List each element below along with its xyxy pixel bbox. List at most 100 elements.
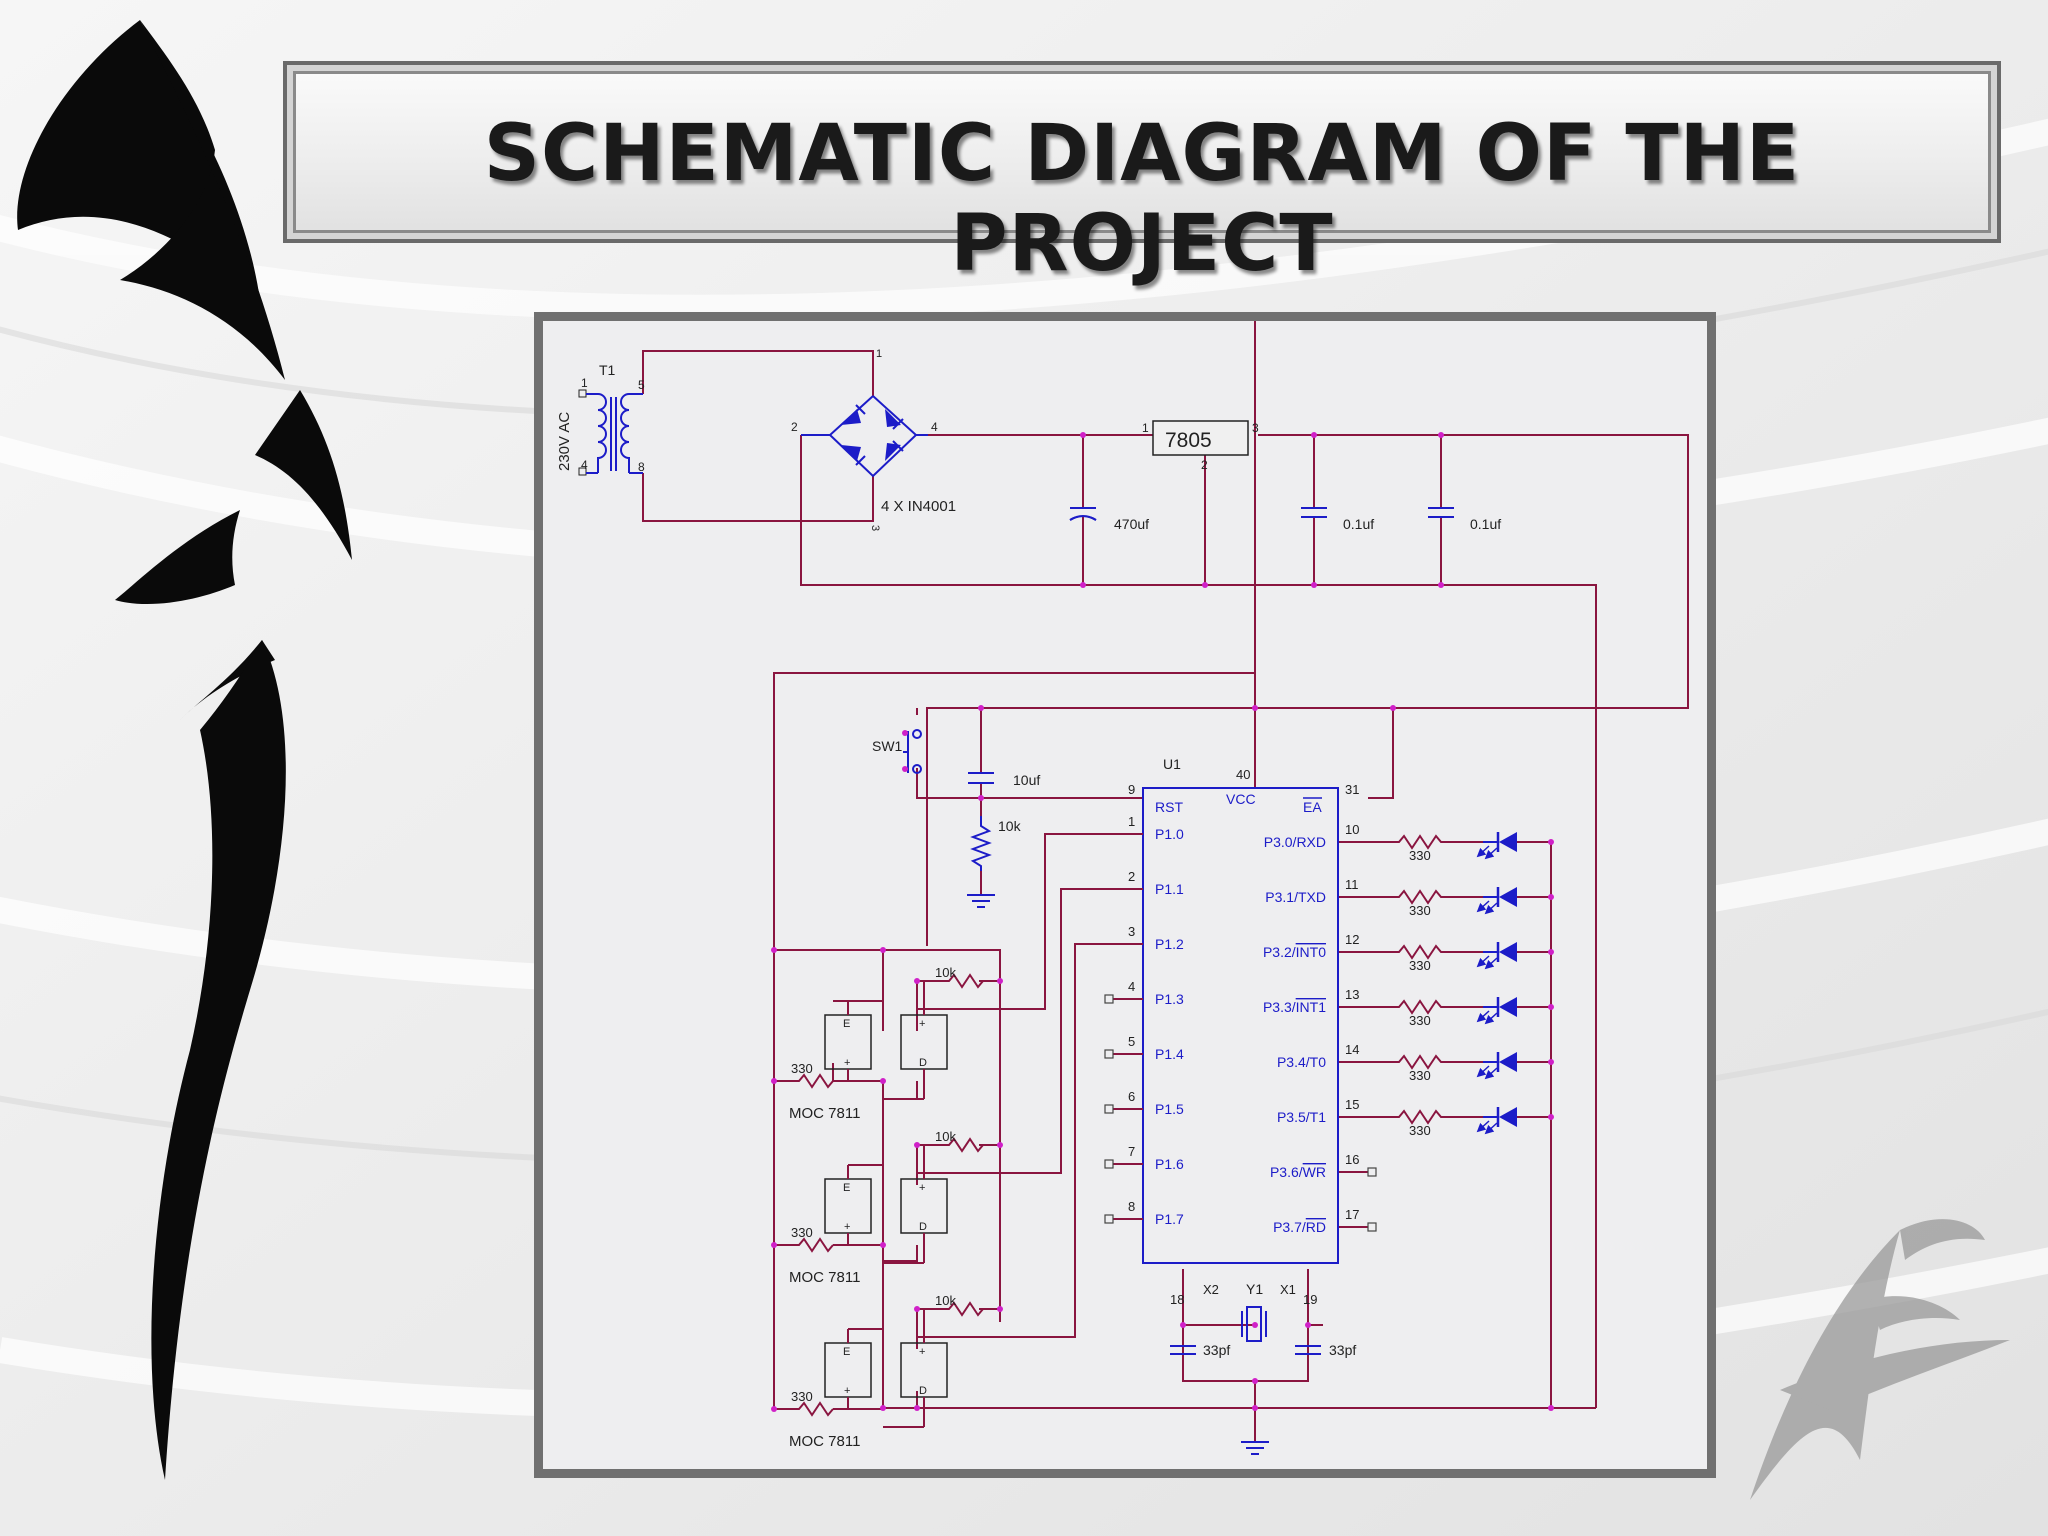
mcu-pin-name: P3.6/WR [1270,1164,1326,1180]
led-emission-arrow [1484,1122,1498,1135]
junction-node [1080,432,1086,438]
junction-node [914,1405,920,1411]
opto-plus-label: + [844,1057,850,1069]
mcu-pin-number: 16 [1345,1152,1359,1167]
junction-nodes [771,432,1554,1412]
cap-decouple-1-label: 0.1uf [1343,516,1374,532]
mcu-rst-pin: 9 [1128,782,1135,797]
regulator-pin-2: 2 [1201,458,1208,472]
opto-detector-resistor [943,1301,1000,1317]
led-resistor-label: 330 [1409,1013,1431,1028]
led-diode-icon [1499,1052,1517,1072]
ac-source-label: 230V AC [556,412,573,471]
opto-detector-resistor [943,973,1000,989]
mcu-pin-name-p1-0: P1.0 [1155,826,1184,842]
reset-resistor-label: 10k [998,818,1022,834]
mcu-ea-label: EA [1303,799,1322,815]
pin-terminal [1104,1159,1114,1169]
bridge-pin-3: 3 [869,525,881,531]
opto-plus-label: + [844,1221,850,1233]
title-banner: SCHEMATIC DIAGRAM OF THE PROJECT [283,61,2001,289]
led-diode-icon [1499,887,1517,907]
led-emission-arrow [1484,1012,1498,1025]
junction-node [1548,949,1554,955]
opto-plus-label: + [919,1346,925,1358]
mcu-pin-name: P3.0/RXD [1264,834,1326,850]
crystal-cap-1-label: 33pf [1203,1342,1230,1358]
junction-node [978,795,984,801]
pin-terminal [1367,1167,1377,1177]
led-emission-arrow [1484,847,1498,860]
opto-emitter-resistor [793,1073,834,1089]
bridge-label: 4 X IN4001 [881,498,956,515]
junction-node [771,1406,777,1412]
mcu-pin-name: P3.2/INT0 [1263,944,1326,960]
transformer-pin-8: 8 [638,460,645,474]
opto-emitter-resistor-label: 330 [791,1225,813,1240]
mcu-pin-number: 15 [1345,1097,1359,1112]
mcu-rst-label: RST [1155,799,1183,815]
mcu-pin-number: 5 [1128,1034,1135,1049]
mcu-pin-number: 12 [1345,932,1359,947]
led-resistor-label: 330 [1409,848,1431,863]
mcu-pin-name-p1-4: P1.4 [1155,1046,1184,1062]
opto-e-label: E [843,1182,850,1194]
junction-node [880,1405,886,1411]
regulator-pin-1: 1 [1142,421,1149,435]
crystal-x2-label: X2 [1203,1282,1219,1297]
opto-emitter-resistor [793,1237,834,1253]
opto-d-label: D [919,1385,927,1397]
junction-node [914,1306,920,1312]
reset-cap-label: 10uf [1013,772,1040,788]
junction-node [1548,1114,1554,1120]
bridge-pin-2: 2 [791,420,798,434]
junction-node [1390,705,1396,711]
mcu-vcc-label: VCC [1226,791,1256,807]
junction-node [1252,705,1258,711]
mcu-pin-number: 6 [1128,1089,1135,1104]
led-diode-icon [1499,942,1517,962]
mcu-ea-pin: 31 [1345,782,1359,797]
junction-node [1180,1322,1186,1328]
slide-title: SCHEMATIC DIAGRAM OF THE PROJECT [483,109,1801,289]
mcu-pin-number: 10 [1345,822,1359,837]
junction-node [1252,1405,1258,1411]
wires [642,321,1689,1441]
regulator-pin-3: 3 [1252,421,1259,435]
pin-name-prefix: P3.6/ [1270,1164,1303,1180]
pin-name-overbar: INT1 [1296,999,1327,1015]
led-emission-arrow [1484,957,1498,970]
mcu-pin-number: 17 [1345,1207,1359,1222]
crystal-x1-label: X1 [1280,1282,1296,1297]
opto-emitter-resistor [793,1401,834,1417]
mcu-pin-number: 1 [1128,814,1135,829]
pin-terminal [1104,1049,1114,1059]
junction-node [978,705,984,711]
mcu-pin-number: 4 [1128,979,1135,994]
led-resistor [1393,1054,1448,1070]
mcu-pin-name-p1-2: P1.2 [1155,936,1184,952]
opto-d-label: D [919,1057,927,1069]
crystal-pin-19: 19 [1303,1292,1317,1307]
pin-name-overbar: INT0 [1296,944,1327,960]
pin-name-prefix: P3.7/ [1273,1219,1306,1235]
led-resistor-label: 330 [1409,903,1431,918]
opto-detector-resistor-label: 10k [935,965,956,980]
junction-node [1438,432,1444,438]
mcu-pin-name-p1-5: P1.5 [1155,1101,1184,1117]
pin-name-overbar: WR [1303,1164,1326,1180]
cap-bulk-label: 470uf [1114,516,1149,532]
mcu-pin-name: P3.7/RD [1273,1219,1326,1235]
opto-detector-resistor-label: 10k [935,1129,956,1144]
led-resistor [1393,944,1448,960]
mcu-pin-name-p1-1: P1.1 [1155,881,1184,897]
led-resistor-label: 330 [1409,1068,1431,1083]
pin-terminal [1104,1104,1114,1114]
transformer-pin-4: 4 [581,458,588,472]
